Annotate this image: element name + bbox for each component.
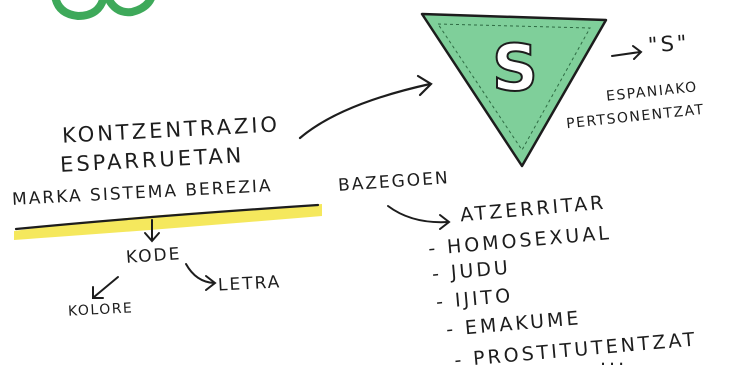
- highlighter-stroke: [14, 204, 322, 240]
- label-kode: KODE: [125, 244, 183, 268]
- badge-letter: S: [491, 32, 539, 106]
- label-letra: LETRA: [217, 272, 282, 296]
- arrow-icon-to-badge: [298, 74, 433, 140]
- green-scribble-logo: [51, 0, 155, 21]
- label-s-quote: "S": [647, 30, 691, 58]
- list-ellipsis: ...: [600, 348, 628, 370]
- underline-stroke: [14, 203, 320, 231]
- inverted-triangle-badge: [420, 12, 608, 168]
- arrow-icon-down-kode: [144, 219, 160, 243]
- arrow-icon-to-s-label: [611, 45, 643, 60]
- label-kolore: KOLORE: [67, 300, 134, 320]
- arrow-icon-kode-letra: [185, 263, 217, 291]
- arrow-icon-to-list: [387, 205, 451, 230]
- arrow-icon-kode-kolore: [92, 276, 119, 299]
